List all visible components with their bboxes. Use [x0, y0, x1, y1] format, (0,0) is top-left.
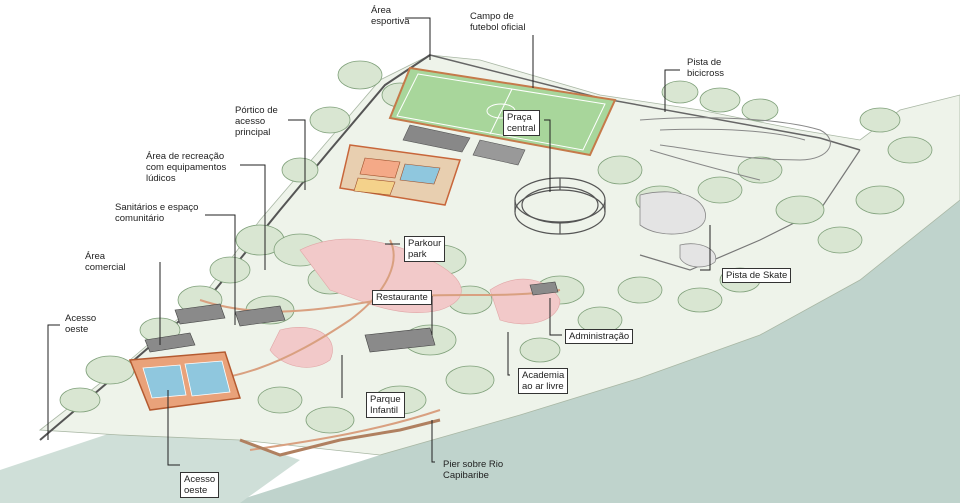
label-praca-central: Praça central — [503, 110, 540, 136]
recreation-area — [339, 144, 461, 206]
label-area-recreacao: Área de recreação com equipamentos lúdic… — [146, 151, 227, 184]
label-acesso-oeste-bottom: Acesso oeste — [180, 472, 220, 498]
label-sanitarios: Sanitários e espaço comunitário — [115, 202, 199, 224]
label-restaurante: Restaurante — [372, 290, 432, 305]
east-road — [639, 149, 861, 271]
river-left — [0, 430, 300, 503]
buildings — [144, 281, 559, 353]
tennis-courts — [128, 351, 241, 411]
pier — [239, 418, 441, 457]
label-pista-bicicross: Pista de bicicross — [687, 57, 724, 79]
label-parque-infantil: Parque Infantil — [366, 392, 405, 418]
sports-buildings — [402, 124, 526, 166]
football-field — [388, 66, 617, 157]
label-administracao: Administração — [565, 329, 634, 344]
skate-park — [639, 191, 717, 268]
label-area-esportiva: Área esportiva — [371, 5, 410, 27]
label-pista-skate: Pista de Skate — [722, 268, 792, 283]
leader-lines — [47, 17, 711, 466]
label-area-comercial: Área comercial — [85, 251, 126, 273]
bmx-track — [639, 117, 831, 181]
label-pier: Pier sobre Rio Capibaribe — [443, 459, 504, 481]
label-parkour: Parkour park — [404, 236, 446, 262]
label-campo-futebol: Campo de futebol oficial — [470, 11, 526, 33]
river — [230, 200, 960, 503]
label-academia: Academia ao ar livre — [518, 368, 569, 394]
praca-central-structure — [514, 177, 606, 235]
label-portico: Pórtico de acesso principal — [235, 105, 278, 138]
label-acesso-oeste-top: Acesso oeste — [65, 313, 97, 335]
boundary-road — [39, 54, 431, 441]
